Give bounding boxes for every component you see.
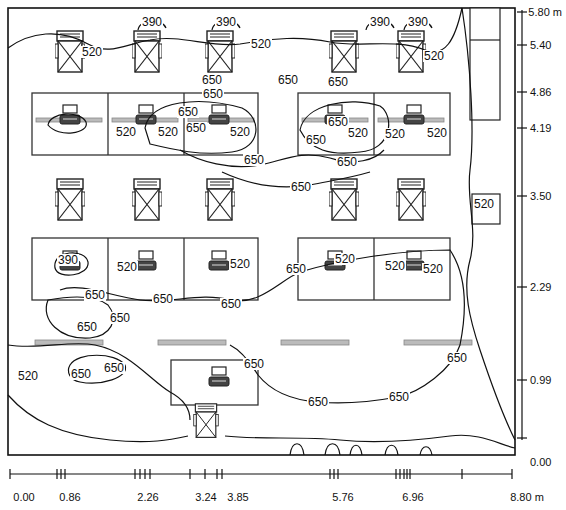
dimension-value: 6.96 — [401, 492, 424, 503]
isolux-value: 390 — [369, 16, 391, 28]
isolux-value: 520 — [384, 260, 406, 272]
isolux-value: 650 — [307, 396, 329, 408]
isolux-value: 650 — [185, 122, 207, 134]
isolux-value: 520 — [347, 127, 369, 139]
isolux-value: 650 — [277, 74, 299, 86]
dimension-value: 5.76 — [331, 492, 354, 503]
isolux-value: 520 — [17, 370, 39, 382]
isolux-value: 650 — [243, 154, 265, 166]
dimension-value: 0.99 — [529, 375, 552, 386]
isolux-value: 390 — [407, 16, 429, 28]
dimension-value: 3.24 — [194, 492, 217, 503]
isolux-value: 520 — [116, 261, 138, 273]
dimension-axes — [10, 10, 527, 479]
dimension-value: 3.85 — [226, 492, 249, 503]
dimension-value: 2.29 — [529, 282, 552, 293]
isolux-value: 650 — [285, 263, 307, 275]
isolux-value: 650 — [220, 298, 242, 310]
dimension-value: 5.40 — [529, 40, 552, 51]
dimension-value: 2.26 — [136, 492, 159, 503]
isolux-value: 650 — [388, 391, 410, 403]
isolux-value: 520 — [384, 128, 406, 140]
computers — [60, 105, 424, 386]
isolux-value: 650 — [305, 134, 327, 146]
dimension-value: 5.80 m — [527, 7, 563, 18]
isolux-value: 650 — [109, 312, 131, 324]
isolux-value: 520 — [229, 126, 251, 138]
isolux-value: 650 — [103, 362, 125, 374]
isolux-contours — [8, 8, 515, 455]
isolux-value: 650 — [243, 358, 265, 370]
room-walls — [8, 8, 515, 455]
isolux-value: 390 — [141, 16, 163, 28]
isolux-value: 520 — [250, 38, 272, 50]
isolux-value: 650 — [446, 352, 468, 364]
isolux-value: 520 — [423, 50, 445, 62]
isolux-value: 520 — [473, 198, 495, 210]
isolux-value: 390 — [215, 16, 237, 28]
isolux-value: 390 — [57, 254, 79, 266]
isolux-value: 650 — [201, 74, 223, 86]
dimension-value: 0.86 — [58, 492, 81, 503]
isolux-value: 650 — [202, 88, 224, 100]
isolux-value: 650 — [290, 181, 312, 193]
desks — [32, 93, 450, 405]
isolux-value: 520 — [81, 46, 103, 58]
isolux-value: 650 — [70, 368, 92, 380]
isolux-value: 650 — [327, 76, 349, 88]
shelves — [35, 118, 472, 345]
dimension-value: 0.00 — [12, 492, 35, 503]
dimension-value: 4.86 — [529, 87, 552, 98]
dimension-value: 8.80 m — [509, 492, 545, 503]
isolux-value: 650 — [327, 116, 349, 128]
isolux-value: 520 — [334, 253, 356, 265]
dimension-value: 0.00 — [529, 457, 552, 468]
isolux-value: 520 — [115, 126, 137, 138]
chairs — [55, 31, 426, 437]
isolux-value: 650 — [152, 293, 174, 305]
dimension-value: 4.19 — [529, 123, 552, 134]
isolux-value: 650 — [336, 156, 358, 168]
isolux-value: 650 — [84, 289, 106, 301]
isolux-value: 650 — [76, 321, 98, 333]
isolux-value: 650 — [177, 106, 199, 118]
isolux-value: 520 — [157, 126, 179, 138]
isolux-value: 520 — [422, 263, 444, 275]
isolux-value: 520 — [426, 127, 448, 139]
cabinets — [470, 8, 500, 224]
isolux-value: 520 — [229, 258, 251, 270]
dimension-value: 3.50 — [529, 191, 552, 202]
